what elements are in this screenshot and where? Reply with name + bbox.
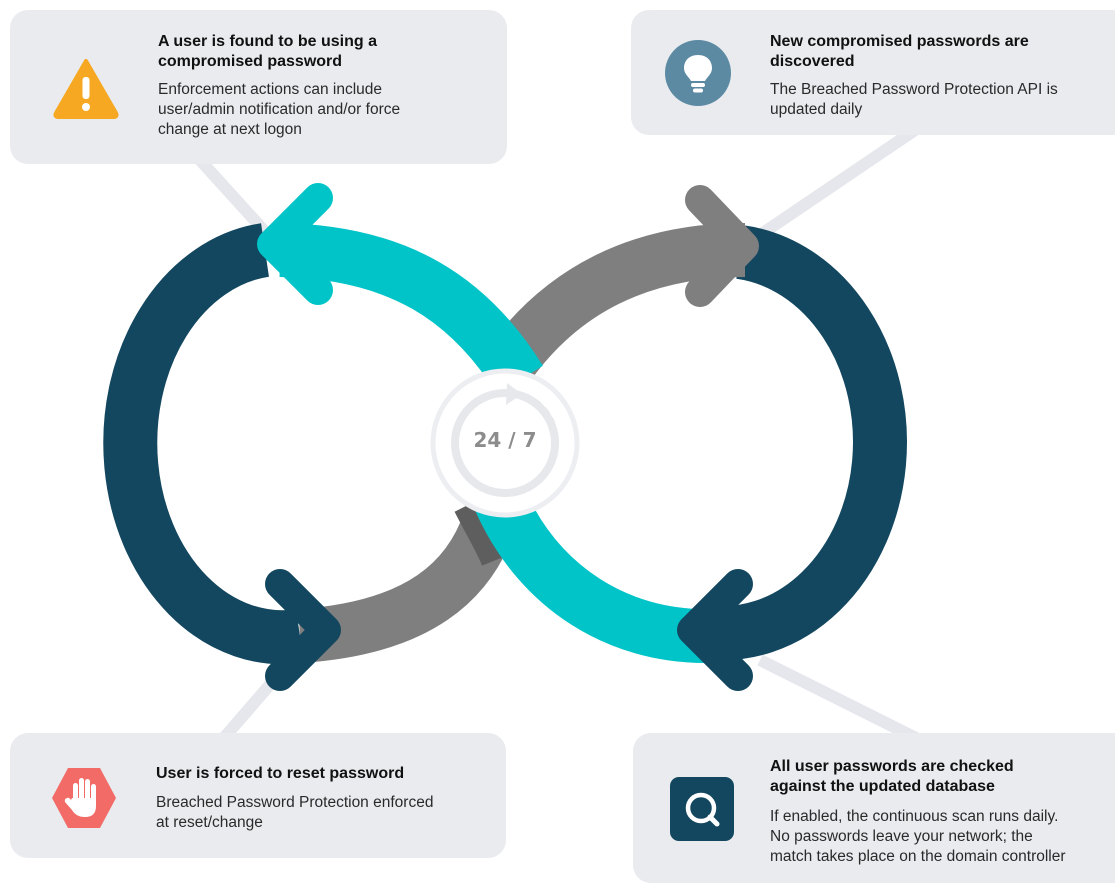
warning-icon	[52, 57, 120, 124]
refresh-cycle-icon	[451, 389, 559, 497]
arrowhead-navy-left	[265, 569, 341, 691]
gray-shadow	[454, 498, 510, 566]
left-loop-navy-arc	[103, 223, 304, 665]
lightbulb-icon	[665, 40, 731, 111]
arrowhead-navy-right	[677, 569, 753, 691]
refresh-cycle-arrowhead	[506, 383, 522, 405]
card-new-compromised: New compromised passwords are discovered…	[631, 10, 1115, 135]
connector-bottom-right	[757, 654, 923, 746]
connector-top-right	[756, 125, 919, 240]
gray-strand-top-right	[482, 223, 746, 386]
card-description: Breached Password Protection enforced at…	[156, 794, 434, 831]
card-forced-reset: User is forced to reset password Breache…	[10, 733, 506, 858]
card-title: User is forced to reset password	[156, 765, 405, 782]
teal-strand-top-left	[279, 223, 543, 395]
center-badge	[430, 368, 580, 518]
connector-lines	[195, 125, 923, 746]
stop-hand-icon	[50, 766, 118, 835]
right-loop-navy-arc	[701, 225, 908, 661]
arrowhead-gray	[685, 185, 759, 307]
card-title: A user is found to be using a compromise…	[158, 33, 377, 70]
card-title: New compromised passwords are discovered	[770, 33, 1029, 70]
connector-top-left	[195, 155, 273, 240]
card-description: Enforcement actions can include user/adm…	[158, 81, 401, 138]
teal-strand-bottom-right	[475, 488, 706, 663]
card-passwords-checked: All user passwords are checked against t…	[633, 733, 1115, 883]
search-icon	[670, 777, 734, 846]
card-user-compromised: A user is found to be using a compromise…	[10, 10, 507, 164]
card-title: All user passwords are checked against t…	[770, 758, 1014, 795]
center-24-7-label: 24 / 7	[473, 428, 537, 452]
refresh-cycle-dashes	[523, 393, 557, 430]
card-description: If enabled, the continuous scan runs dai…	[770, 808, 1066, 865]
card-description: The Breached Password Protection API is …	[770, 81, 1058, 118]
arrowhead-teal	[257, 183, 333, 305]
